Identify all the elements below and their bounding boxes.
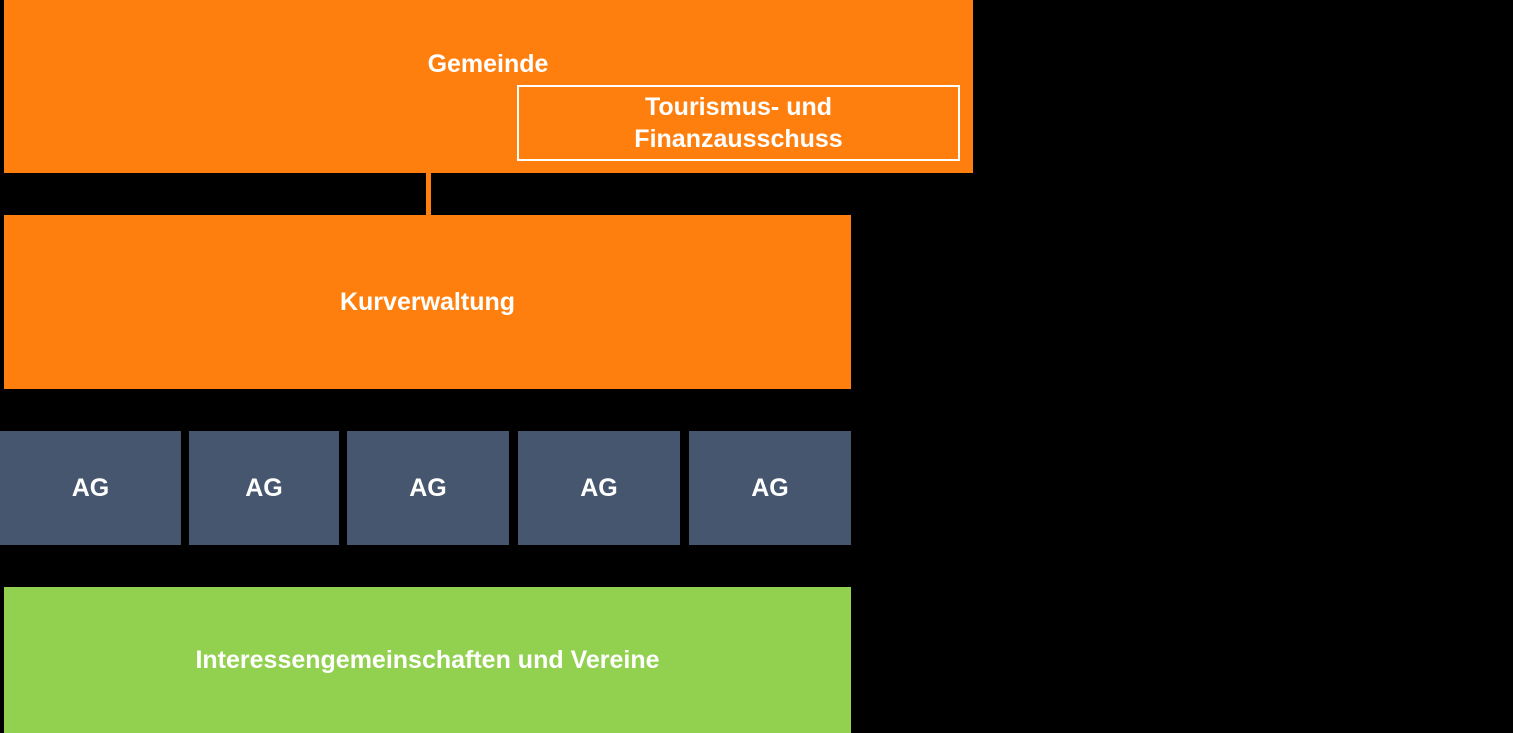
- working-group-box: AG: [689, 431, 851, 545]
- working-group-label: AG: [580, 473, 618, 502]
- working-group-box: AG: [0, 431, 181, 545]
- vereine-box: Interessengemeinschaften und Vereine: [4, 587, 851, 733]
- committee-box: Tourismus- und Finanzausschuss: [517, 85, 960, 161]
- gemeinde-label: Gemeinde: [427, 50, 549, 78]
- committee-label: Tourismus- und Finanzausschuss: [634, 93, 843, 153]
- working-group-box: AG: [518, 431, 680, 545]
- kurverwaltung-label: Kurverwaltung: [339, 287, 516, 316]
- connector-line: [426, 173, 431, 215]
- working-group-label: AG: [71, 473, 110, 502]
- working-group-box: AG: [189, 431, 339, 545]
- working-group-label: AG: [245, 473, 283, 502]
- vereine-label: Interessengemeinschaften und Vereine: [195, 645, 660, 674]
- working-group-label: AG: [409, 473, 447, 502]
- working-group-label: AG: [751, 473, 789, 502]
- gemeinde-box: Gemeinde Tourismus- und Finanzausschuss: [4, 0, 973, 173]
- working-group-box: AG: [347, 431, 509, 545]
- kurverwaltung-box: Kurverwaltung: [4, 215, 851, 389]
